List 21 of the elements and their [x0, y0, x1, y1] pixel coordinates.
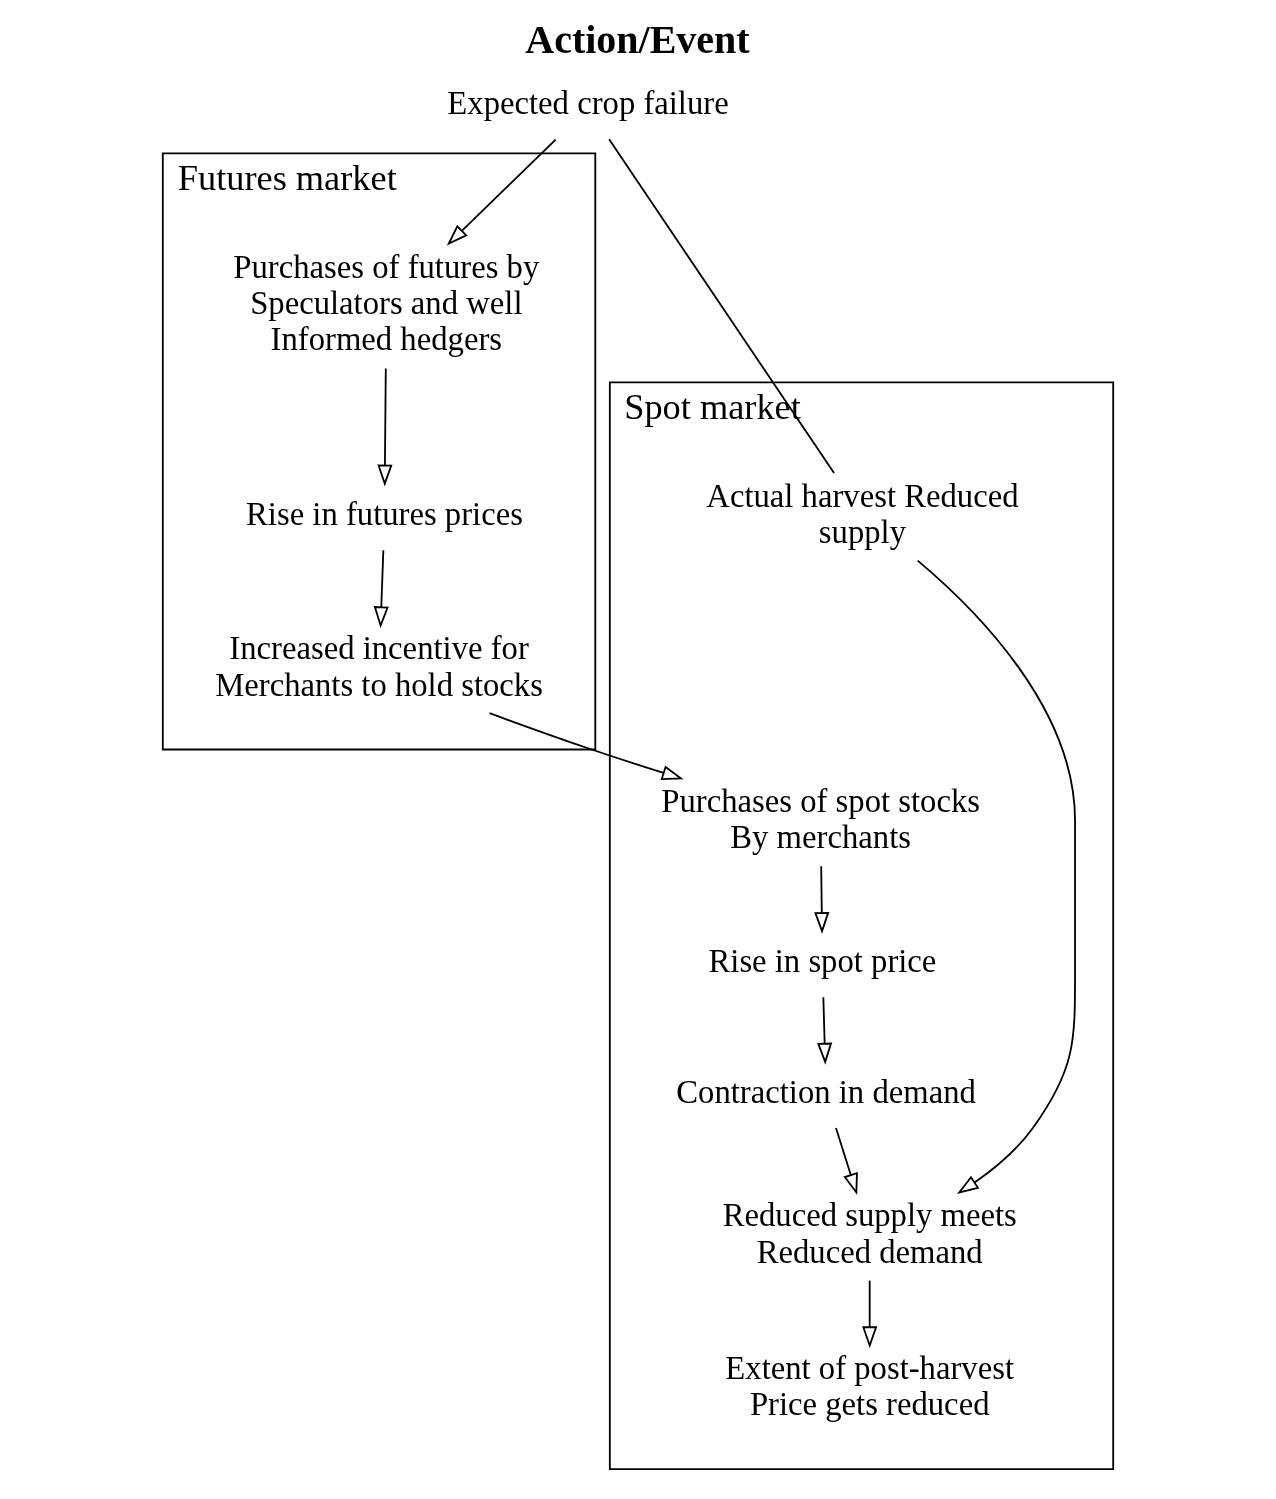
arrow — [488, 712, 684, 780]
arrow — [916, 559, 1076, 1194]
node-text: Rise in spot price — [708, 942, 937, 979]
node-text: Rise in futures prices — [246, 495, 523, 532]
connector — [608, 138, 835, 474]
arrow — [835, 1127, 858, 1196]
node-text: Expected crop failure — [447, 85, 729, 122]
arrow — [377, 367, 393, 487]
arrow — [814, 865, 830, 934]
arrow — [446, 138, 557, 246]
node-text: Purchases of futures by Speculators and well Informed hedgers — [233, 248, 540, 358]
node-text: Reduced supply meets Reduced demand — [722, 1197, 1017, 1270]
arrow — [373, 549, 389, 629]
arrow — [817, 996, 833, 1065]
node-text: Actual harvest Reduced supply — [706, 477, 1019, 551]
diagram-title: Action/Event — [525, 16, 750, 62]
node-text: Contraction in demand — [676, 1073, 976, 1110]
node-text: Purchases of spot stocks By merchants — [661, 783, 980, 856]
arrow — [862, 1279, 878, 1349]
node-text: Extent of post-harvest Price gets reduced — [725, 1349, 1015, 1423]
node-text: Increased incentive for Merchants to hold stocks — [215, 630, 543, 703]
